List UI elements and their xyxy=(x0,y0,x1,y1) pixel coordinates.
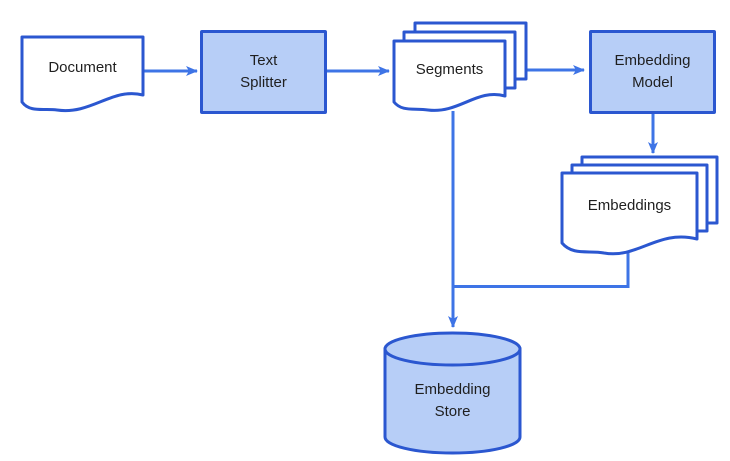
segments-front-sheet xyxy=(392,39,507,112)
document-node-shape xyxy=(20,35,145,113)
cylinder-body xyxy=(383,347,522,455)
embedding-model-node: Embedding Model xyxy=(589,30,716,114)
embeddings-stack xyxy=(560,155,719,256)
text-splitter-label-line2: Splitter xyxy=(240,74,287,91)
text-splitter-label-line1: Text xyxy=(249,52,278,69)
connector-embeddings-to-junction xyxy=(451,252,630,288)
text-splitter-node: Text Splitter xyxy=(200,30,327,114)
embedding-model-label-line2: Model xyxy=(632,74,673,91)
segments-stack xyxy=(392,21,528,112)
embeddings-front-sheet xyxy=(560,171,699,256)
cylinder-top xyxy=(383,331,522,367)
embedding-store-cylinder xyxy=(383,331,522,455)
embedding-model-label-line1: Embedding xyxy=(614,52,691,69)
